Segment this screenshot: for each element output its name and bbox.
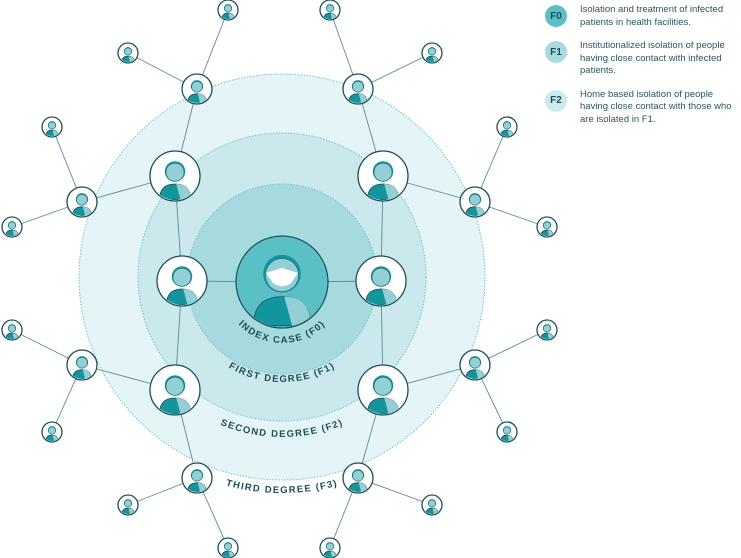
person-icon — [5, 221, 19, 236]
person-icon — [121, 499, 135, 514]
third-degree-contact-node — [1, 319, 23, 341]
person-icon — [540, 324, 554, 339]
third-degree-contact-node — [319, 537, 341, 558]
person-icon — [159, 161, 191, 200]
first-degree-contact-node — [149, 364, 201, 416]
second-degree-contact-node — [181, 462, 213, 494]
first-degree-contact-node — [357, 150, 409, 202]
third-degree-contact-node — [496, 116, 518, 138]
legend-text: Isolation and treatment of infected pati… — [580, 4, 724, 28]
first-degree-contact-node — [149, 150, 201, 202]
label-third-degree: THIRD DEGREE (F3) — [225, 478, 339, 496]
person-icon — [425, 47, 439, 62]
person-icon — [45, 426, 59, 441]
person-nodes — [1, 0, 558, 558]
person-icon — [365, 266, 397, 305]
third-degree-contact-node — [117, 42, 139, 64]
third-degree-contact-node — [536, 319, 558, 341]
person-icon — [323, 4, 337, 19]
face-mask-icon — [265, 267, 299, 287]
legend-item-f0: F0 Isolation and treatment of infected p… — [545, 4, 741, 29]
third-degree-contact-node — [421, 494, 443, 516]
person-icon — [253, 254, 311, 327]
first-degree-contact-node — [357, 364, 409, 416]
legend-item-f1: F1 Institutionalized isolation of people… — [545, 40, 741, 78]
third-degree-contact-node — [536, 216, 558, 238]
first-degree-contact-node — [156, 255, 208, 307]
index-case-node — [235, 235, 329, 329]
second-degree-contact-node — [66, 349, 98, 381]
person-icon — [500, 121, 514, 136]
person-icon — [367, 375, 399, 414]
third-degree-contact-node — [496, 421, 518, 443]
person-icon — [500, 426, 514, 441]
second-degree-contact-node — [181, 73, 213, 105]
person-icon — [348, 80, 368, 103]
third-degree-contact-node — [421, 42, 443, 64]
legend-text: Home based isolation of people having cl… — [580, 88, 732, 125]
second-degree-contact-node — [459, 186, 491, 218]
person-icon — [166, 266, 198, 305]
person-icon — [465, 193, 485, 216]
third-degree-contact-node — [41, 421, 63, 443]
person-icon — [72, 193, 92, 216]
second-degree-contact-node — [342, 462, 374, 494]
person-icon — [159, 375, 191, 414]
badge-f1: F1 — [545, 41, 567, 63]
person-icon — [45, 121, 59, 136]
second-degree-contact-node — [459, 349, 491, 381]
legend: F0 Isolation and treatment of infected p… — [545, 4, 741, 138]
badge-f0: F0 — [545, 5, 567, 27]
third-degree-contact-node — [41, 116, 63, 138]
second-degree-contact-node — [342, 73, 374, 105]
person-icon — [323, 542, 337, 557]
third-degree-contact-node — [117, 494, 139, 516]
second-degree-contact-node — [66, 186, 98, 218]
person-icon — [367, 161, 399, 200]
person-icon — [221, 542, 235, 557]
person-icon — [348, 469, 368, 492]
third-degree-contact-node — [217, 537, 239, 558]
third-degree-contact-node — [1, 216, 23, 238]
legend-text: Institutionalized isolation of people ha… — [580, 40, 725, 76]
person-icon — [187, 80, 207, 103]
legend-item-f2: F2 Home based isolation of people having… — [545, 88, 741, 127]
third-degree-contact-node — [319, 0, 341, 21]
third-degree-contact-node — [217, 0, 239, 21]
person-icon — [187, 469, 207, 492]
badge-f2: F2 — [545, 89, 567, 112]
person-icon — [540, 221, 554, 236]
first-degree-contact-node — [355, 255, 407, 307]
